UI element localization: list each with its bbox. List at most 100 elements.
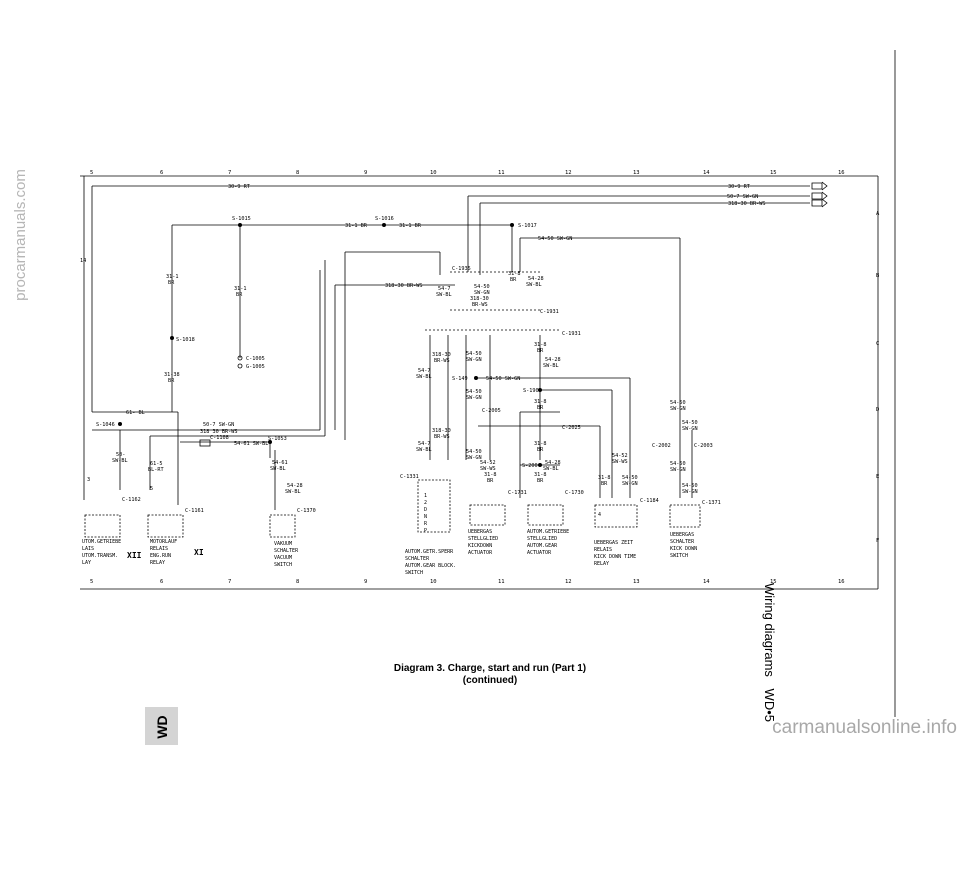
wire-label: SW-GN bbox=[466, 455, 482, 461]
component-label: RELAY bbox=[594, 561, 609, 567]
component-label: STELLGLIED bbox=[527, 536, 557, 542]
gear-position: P bbox=[424, 528, 427, 534]
wire-label: 61- BL bbox=[126, 410, 145, 416]
watermark-bottom: carmanualsonline.info bbox=[772, 717, 957, 738]
column-number: 11 bbox=[498, 170, 505, 176]
row-letter: A bbox=[876, 211, 880, 217]
row-letter: B bbox=[876, 273, 880, 279]
connector-label: S-1015 bbox=[232, 216, 251, 222]
column-number: 14 bbox=[703, 579, 710, 585]
wiring-schematic: 5 6 7 8 9 10 11 12 13 14 15 16 5 6 7 8 9… bbox=[80, 50, 896, 717]
component-label: ACTUATOR bbox=[527, 550, 552, 556]
wire-label: BR-WS bbox=[472, 302, 488, 308]
connector-label: S-1053 bbox=[268, 436, 287, 442]
component-label: SWITCH bbox=[274, 562, 292, 568]
wire-label: BR bbox=[537, 478, 544, 484]
wire-label: SW-GN bbox=[682, 426, 698, 432]
wire-label: 50-7 SW-GN bbox=[203, 422, 234, 428]
column-number: 12 bbox=[565, 579, 572, 585]
component-label: UTOM.TRANSM. bbox=[82, 553, 118, 559]
gear-position: D bbox=[424, 507, 427, 513]
wire-label: BR bbox=[168, 280, 175, 286]
wire-label: BR bbox=[487, 478, 494, 484]
wire-label: SW-GN bbox=[670, 406, 686, 412]
gear-position: 2 bbox=[424, 500, 427, 506]
component-label: RELAIS bbox=[150, 546, 168, 552]
wire-label: BR bbox=[236, 292, 243, 298]
wire-label: 54-50 bbox=[682, 420, 698, 426]
wire-label: 318-30 bbox=[432, 352, 451, 358]
wire-label: SW-BL bbox=[416, 447, 432, 453]
wire-label: 54-28 bbox=[528, 276, 544, 282]
column-number: 11 bbox=[498, 579, 505, 585]
column-number: 8 bbox=[296, 170, 299, 176]
connector-label: C-2002 bbox=[652, 443, 671, 449]
connector-label: C-1370 bbox=[297, 508, 316, 514]
wire-label: SW-BL bbox=[270, 466, 286, 472]
connector-label: S-1017 bbox=[518, 223, 537, 229]
wire-label: BR bbox=[510, 277, 517, 283]
connector-label: 14 bbox=[80, 258, 86, 264]
wire-label: BR bbox=[537, 405, 544, 411]
wire-label: 54-7 bbox=[418, 368, 431, 374]
wire-label: 54-52 bbox=[480, 460, 496, 466]
wire-label: 31-1 bbox=[234, 286, 247, 292]
wire-label: 54-28 bbox=[287, 483, 303, 489]
component-label: ACTUATOR bbox=[468, 550, 493, 556]
side-title-text: Wiring diagrams bbox=[762, 583, 777, 677]
section-tab: WD bbox=[145, 707, 178, 745]
component-label: KICK DOWN bbox=[670, 546, 697, 552]
column-number: 8 bbox=[296, 579, 299, 585]
component-label: KICK DOWN TIME bbox=[594, 554, 636, 560]
wire-label: 31-8 bbox=[534, 399, 547, 405]
row-letter: F bbox=[876, 538, 879, 544]
wire-label: BR-WS bbox=[434, 358, 450, 364]
connector-label: C-1935 bbox=[452, 266, 471, 272]
diagram-caption: Diagram 3. Charge, start and run (Part 1… bbox=[340, 663, 640, 687]
component-label: SCHALTER bbox=[670, 539, 695, 545]
component-label: VACUUM bbox=[274, 555, 292, 561]
wire-label: BR bbox=[601, 481, 608, 487]
column-number: 5 bbox=[90, 579, 93, 585]
wire-label: 54-61 SW-BL bbox=[234, 441, 268, 447]
component-label: AUTOM.GETRIEBE bbox=[527, 529, 569, 535]
wire-label: 54-50 bbox=[682, 483, 698, 489]
wire-label: 318-30 BR-WS bbox=[728, 201, 765, 207]
wire-label: 61-5 bbox=[150, 461, 163, 467]
column-number: 16 bbox=[838, 579, 845, 585]
row-letter: D bbox=[876, 407, 879, 413]
watermark-left: procarmanuals.com bbox=[12, 169, 29, 301]
connector-label: C-2003 bbox=[694, 443, 713, 449]
wire-label: 54-28 bbox=[545, 357, 561, 363]
column-number: 9 bbox=[364, 170, 367, 176]
connector-label: C-2025 bbox=[562, 425, 581, 431]
connector-label: S-200 bbox=[522, 463, 538, 469]
wire-label: 31-1 BR bbox=[399, 223, 422, 229]
wire-label: 54-50 bbox=[670, 400, 686, 406]
column-number: 15 bbox=[770, 579, 777, 585]
wire-label: SW-BL bbox=[112, 458, 128, 464]
wire-label: SW-BL bbox=[526, 282, 542, 288]
component-label: AUTOM.GEAR bbox=[527, 543, 558, 549]
wire-label: SW-WS bbox=[480, 466, 496, 472]
column-number: 10 bbox=[430, 579, 437, 585]
component-label: UEBERGAS bbox=[468, 529, 492, 535]
wire-label: 54-50 bbox=[466, 449, 482, 455]
wire-label: 31-38 bbox=[164, 372, 180, 378]
wire-label: 54-50 bbox=[670, 461, 686, 467]
wire-label: 50- bbox=[116, 452, 125, 458]
column-number: 7 bbox=[228, 170, 231, 176]
wire-label: SW-GN bbox=[682, 489, 698, 495]
caption-line-1: Diagram 3. Charge, start and run (Part 1… bbox=[393, 663, 587, 674]
connector-label: C-1005 bbox=[246, 356, 265, 362]
wire-label: BR bbox=[537, 348, 544, 354]
column-number: 13 bbox=[633, 579, 640, 585]
wire-label: 50-7 SW-GN bbox=[727, 194, 758, 200]
column-number: 16 bbox=[838, 170, 845, 176]
wire-label: SW-GN bbox=[466, 357, 482, 363]
section-tab-label: WD bbox=[154, 715, 170, 739]
connector-label: S-1046 bbox=[96, 422, 115, 428]
component-label: KICKDOWN bbox=[468, 543, 492, 549]
wire-label: SW-GN bbox=[466, 395, 482, 401]
wire-label: 54-61 bbox=[272, 460, 288, 466]
